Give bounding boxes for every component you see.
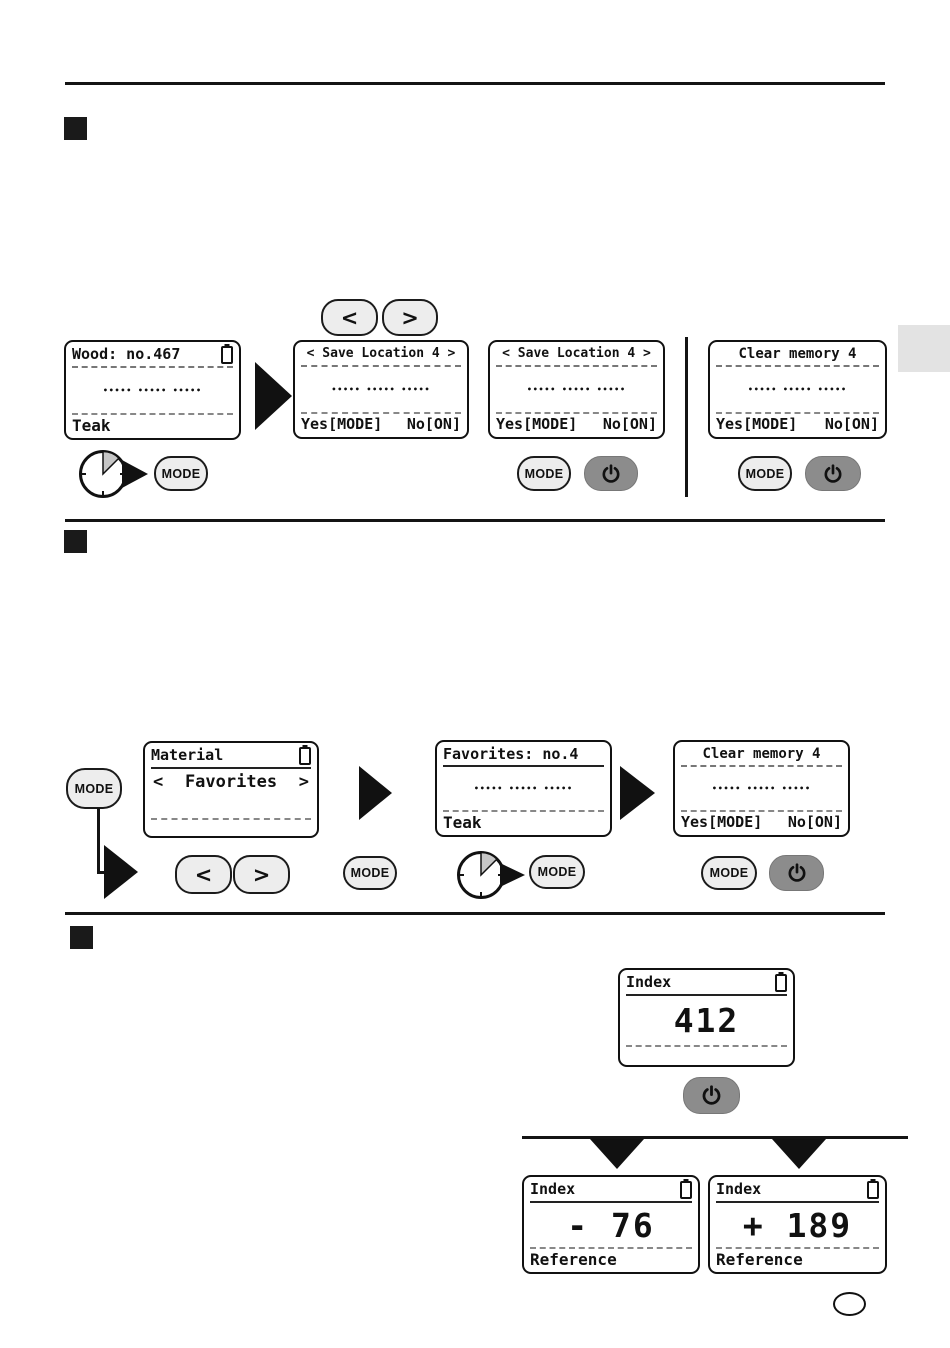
branch-line [522, 1136, 908, 1139]
lcd-dots: ••••• ••••• ••••• [712, 784, 811, 793]
lcd-title: Clear memory 4 [702, 746, 821, 762]
lcd-favorites: Favorites: no.4 ••••• ••••• ••••• Teak [435, 740, 612, 837]
lcd-yes-hint: Yes[MODE] [496, 415, 578, 433]
lcd-save-location-1: < Save Location 4 > ••••• ••••• ••••• Ye… [293, 340, 469, 439]
lcd-title: Index [626, 973, 672, 991]
flow-arrow-right-icon [104, 845, 138, 899]
flow-arrow-right-icon [620, 766, 655, 820]
power-icon [788, 863, 805, 882]
lcd-title: Favorites: no.4 [443, 745, 579, 763]
lcd-dots: ••••• ••••• ••••• [527, 385, 626, 394]
lcd-no-hint: No[ON] [602, 415, 657, 433]
lcd-footer: Teak [72, 416, 111, 435]
lcd-value: 412 [673, 1001, 740, 1040]
lcd-nav-right: > [298, 772, 309, 792]
mode-button[interactable]: MODE [529, 855, 585, 889]
lcd-title: Index [716, 1180, 762, 1198]
arrow-right-button[interactable]: > [382, 299, 438, 336]
lcd-dots: ••••• ••••• ••••• [331, 385, 431, 394]
section-marker-3 [70, 926, 93, 949]
lcd-value: + 189 [742, 1205, 853, 1245]
battery-icon [775, 974, 787, 992]
mode-button[interactable]: MODE [343, 856, 397, 890]
power-button[interactable] [584, 456, 638, 491]
section-rule-3 [65, 912, 885, 915]
lcd-footer: Reference [716, 1250, 803, 1269]
mode-button[interactable]: MODE [66, 768, 122, 809]
page-number-oval [833, 1292, 866, 1316]
flow-arrow-down-icon [590, 1139, 644, 1169]
arrow-right-button[interactable]: > [233, 855, 290, 894]
lcd-nav-left: < [153, 772, 164, 792]
section-marker-2 [64, 530, 87, 553]
lcd-title: Material [151, 746, 224, 764]
lcd-yes-hint: Yes[MODE] [301, 415, 383, 433]
power-button[interactable] [769, 855, 824, 891]
lcd-no-hint: No[ON] [824, 415, 879, 433]
lcd-clear-memory-1: Clear memory 4 ••••• ••••• ••••• Yes[MOD… [708, 340, 887, 439]
lcd-title: < Save Location 4 > [502, 346, 651, 361]
power-icon [702, 1085, 721, 1105]
hold-timer-clock-icon [79, 450, 148, 498]
section-marker-1 [64, 117, 87, 140]
flow-arrow-right-icon [359, 766, 392, 820]
lcd-no-hint: No[ON] [406, 415, 461, 433]
lcd-nav-label: Favorites [184, 772, 278, 792]
connector-line-horizontal [97, 871, 107, 874]
battery-icon [299, 747, 311, 765]
lcd-value: - 76 [567, 1205, 655, 1245]
section-rule-2 [65, 519, 885, 522]
lcd-title-row: Wood: no.467 [72, 345, 233, 368]
flow-arrow-down-icon [772, 1139, 826, 1169]
power-icon [602, 463, 620, 483]
lcd-dots: ••••• ••••• ••••• [748, 385, 847, 394]
connector-line-vertical [97, 808, 100, 874]
lcd-clear-memory-2: Clear memory 4 ••••• ••••• ••••• Yes[MOD… [673, 740, 850, 837]
mode-button[interactable]: MODE [701, 856, 757, 890]
lcd-title: Clear memory 4 [738, 346, 857, 362]
lcd-title: Wood: no.467 [72, 345, 181, 363]
lcd-index: Index 412 [618, 968, 795, 1067]
lcd-yes-hint: Yes[MODE] [716, 415, 798, 433]
lcd-dots: ••••• ••••• ••••• [103, 386, 202, 395]
power-button[interactable] [683, 1077, 740, 1114]
lcd-title: < Save Location 4 > [306, 346, 456, 361]
arrow-left-button[interactable]: < [175, 855, 232, 894]
lcd-title-row: Material [151, 746, 311, 769]
mode-button[interactable]: MODE [738, 456, 792, 491]
mode-button[interactable]: MODE [154, 456, 208, 491]
flow-arrow-right-icon [255, 362, 292, 430]
chapter-side-tab [898, 325, 950, 372]
lcd-index-positive: Index + 189 Reference [708, 1175, 887, 1274]
lcd-save-location-2: < Save Location 4 > ••••• ••••• ••••• Ye… [488, 340, 665, 439]
lcd-no-hint: No[ON] [787, 813, 842, 831]
lcd-footer: Reference [530, 1250, 617, 1269]
hold-timer-clock-icon [457, 851, 525, 899]
lcd-index-negative: Index - 76 Reference [522, 1175, 700, 1274]
mode-button[interactable]: MODE [517, 456, 571, 491]
battery-icon [867, 1181, 879, 1199]
lcd-dots: ••••• ••••• ••••• [474, 784, 573, 793]
battery-icon [221, 346, 233, 364]
lcd-yes-hint: Yes[MODE] [681, 813, 763, 831]
power-icon [824, 463, 842, 483]
lcd-wood-species: Wood: no.467 ••••• ••••• ••••• Teak [64, 340, 241, 440]
battery-icon [680, 1181, 692, 1199]
power-button[interactable] [805, 456, 861, 491]
section-rule-1 [65, 82, 885, 85]
lcd-material-menu: Material < Favorites > [143, 741, 319, 838]
column-divider [685, 337, 688, 497]
lcd-footer: Teak [443, 813, 482, 832]
lcd-title: Index [530, 1180, 576, 1198]
arrow-left-button[interactable]: < [321, 299, 378, 336]
